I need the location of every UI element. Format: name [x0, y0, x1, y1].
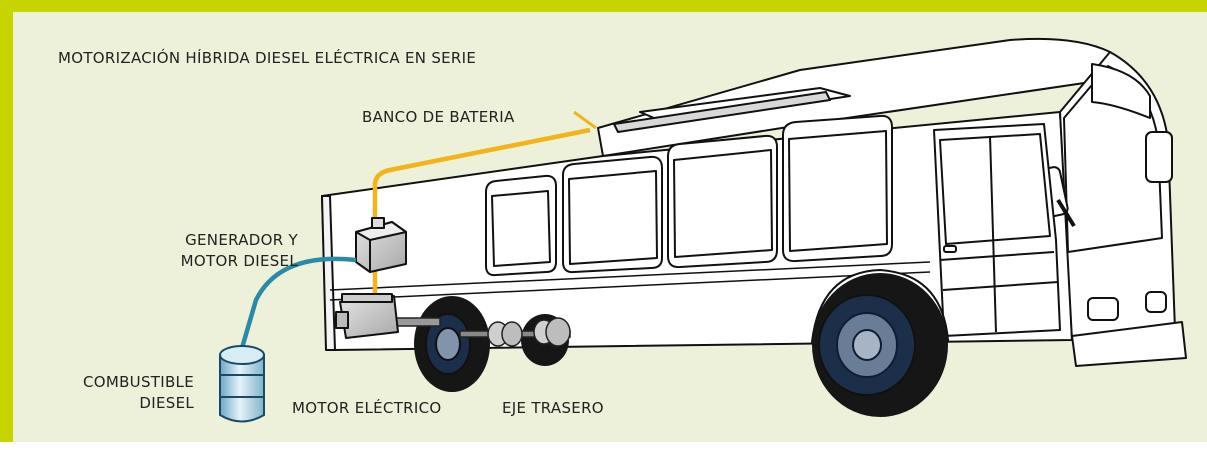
generator-label-line1: GENERADOR Y	[185, 231, 298, 249]
battery-bank-label: BANCO DE BATERIA	[362, 108, 515, 126]
rear-axle-label: EJE TRASERO	[502, 399, 604, 417]
fuel-label-line2: DIESEL	[139, 394, 194, 412]
electric-motor	[335, 293, 399, 339]
battery-leader	[573, 110, 597, 130]
fuel-cable	[239, 256, 357, 349]
fuel-label-line1: COMBUSTIBLE	[82, 373, 194, 391]
diagram-title: MOTORIZACIÓN HÍBRIDA DIESEL ELÉCTRICA EN…	[58, 49, 477, 67]
electric-motor-label: MOTOR ELÉCTRICO	[292, 399, 442, 417]
bottom-strip	[0, 442, 1207, 450]
fuel-drum	[219, 345, 265, 423]
battery-cable	[372, 127, 591, 233]
drive-train	[389, 317, 571, 347]
generator-label: GENERADOR Y MOTOR DIESEL	[148, 230, 298, 272]
generator-label-line2: MOTOR DIESEL	[180, 252, 298, 270]
generator-box	[355, 217, 407, 273]
fuel-label: COMBUSTIBLE DIESEL	[60, 372, 194, 414]
